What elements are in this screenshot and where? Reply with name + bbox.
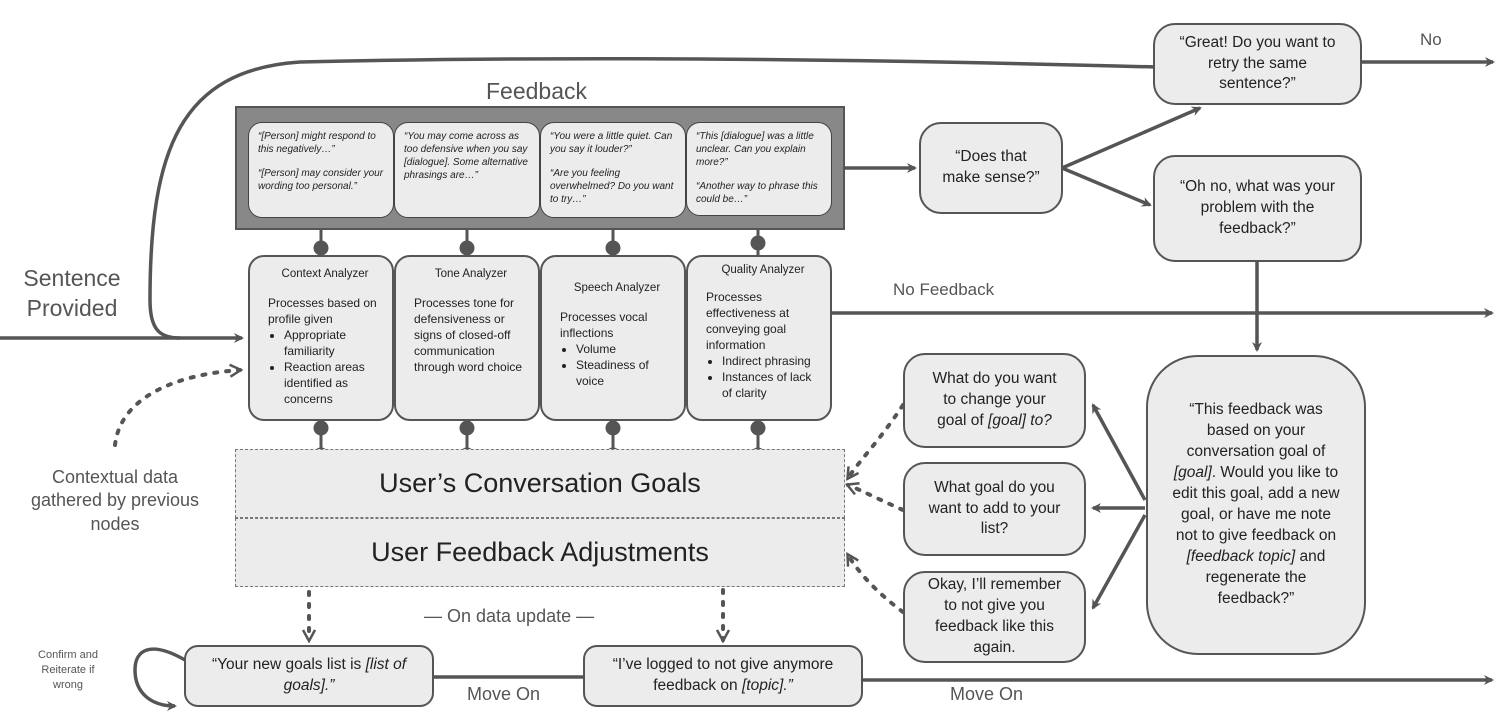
speech-analyzer: Speech Analyzer Processes vocal inflecti… — [540, 255, 686, 421]
goal-placeholder: [goal] — [988, 411, 1026, 429]
feedback-adjustments-bar: User Feedback Adjustments — [235, 518, 845, 587]
analyzer-title: Speech Analyzer — [573, 282, 661, 294]
add-goal-node: What goal do you want to add to your lis… — [903, 462, 1086, 556]
arrow-to-retry — [1061, 106, 1202, 170]
feedback-card-line: “This [dialogue] was a little unclear. C… — [696, 131, 814, 168]
topic-placeholder: [topic].” — [741, 677, 793, 694]
tone-analyzer: Tone Analyzer Processes tone for defensi… — [394, 255, 540, 421]
change-goal-text: What do you want to change your goal of … — [927, 369, 1062, 432]
analyzer-desc: Processes tone for defensiveness or sign… — [414, 296, 523, 375]
big-question-part: and regenerate the feedback?” — [1205, 547, 1326, 607]
move-on-label-1: Move On — [467, 684, 541, 704]
feedback-card-line: “You may come across as too defensive wh… — [404, 131, 528, 181]
new-goals-node: “Your new goals list is [list of goals].… — [184, 645, 434, 707]
oh-no-node: “Oh no, what was your problem with the f… — [1153, 155, 1362, 262]
big-question-text: “This feedback was based on your convers… — [1170, 400, 1342, 609]
no-feedback-label: No Feedback — [893, 280, 995, 299]
feedback-card-line: “You were a little quiet. Can you say it… — [550, 131, 673, 155]
feedback-card-speech: “You were a little quiet. Can you say it… — [540, 122, 686, 218]
feedback-card-line: “Are you feeling overwhelmed? Do you wan… — [550, 168, 674, 205]
quality-analyzer: Quality Analyzer Processes effectiveness… — [686, 255, 832, 421]
new-goals-part: “Your new goals list is — [211, 656, 366, 674]
feedback-card-line: “[Person] might respond to this negative… — [258, 131, 376, 155]
topic-placeholder: [feedback topic] — [1186, 547, 1296, 565]
confirm-reiterate-label: Confirm and Reiterate if wrong — [38, 649, 98, 691]
analyzer-bullet: Instances of lack of clarity — [722, 370, 820, 402]
big-question-node: “This feedback was based on your convers… — [1146, 355, 1366, 655]
feedback-card-tone: “You may come across as too defensive wh… — [394, 122, 540, 218]
big-question-part: . Would you like to edit this goal, add … — [1172, 464, 1340, 544]
contextual-data-label: Contextual data gathered by previous nod… — [30, 467, 200, 534]
arrow-to-oh-no — [1061, 166, 1152, 207]
analyzer-desc: Processes effectiveness at conveying goa… — [706, 290, 790, 353]
analyzer-title: Quality Analyzer — [721, 264, 805, 276]
analyzer-bullets: Indirect phrasing Instances of lack of c… — [706, 354, 820, 402]
feedback-card-line: “Another way to phrase this could be…” — [696, 181, 818, 205]
sentence-provided-label: Sentence Provided — [23, 265, 121, 321]
analyzer-bullet: Appropriate familiarity — [284, 328, 382, 360]
change-goal-part: What do you want to change your goal of — [932, 370, 1057, 429]
logged-part: “I’ve logged to not give anymore feedbac… — [612, 656, 834, 694]
analyzer-bullet: Steadiness of voice — [576, 358, 674, 390]
analyzer-bullets: Appropriate familiarity Reaction areas i… — [268, 328, 382, 408]
loop-line — [148, 56, 1156, 340]
arrow-to-change-goal — [1091, 403, 1147, 501]
analyzer-desc: Processes vocal inflections — [560, 310, 648, 341]
no-label: No — [1420, 30, 1442, 49]
context-analyzer: Context Analyzer Processes based on prof… — [248, 255, 394, 421]
feedback-card-quality: “This [dialogue] was a little unclear. C… — [686, 122, 832, 216]
feedback-card-context: “[Person] might respond to this negative… — [248, 122, 394, 218]
on-data-update-label: — On data update — — [424, 606, 595, 626]
new-goals-text: “Your new goals list is [list of goals].… — [198, 655, 420, 697]
self-loop — [133, 647, 186, 711]
remember-node: Okay, I’ll remember to not give you feed… — [903, 571, 1086, 663]
analyzer-title: Context Analyzer — [281, 268, 369, 280]
analyzer-bullets: Volume Steadiness of voice — [560, 342, 674, 390]
retry-node: “Great! Do you want to retry the same se… — [1153, 23, 1362, 105]
dotted-contextual-data — [113, 370, 240, 447]
does-that-make-sense-node: “Does that make sense?” — [919, 122, 1063, 214]
logged-node: “I’ve logged to not give anymore feedbac… — [583, 645, 863, 707]
move-on-label-2: Move On — [950, 684, 1024, 704]
analyzer-bullet: Reaction areas identified as concerns — [284, 360, 382, 408]
goals-list-placeholder: [list of goals].” — [283, 656, 407, 694]
analyzer-desc: Processes based on profile given — [268, 296, 377, 327]
feedback-title: Feedback — [486, 78, 588, 104]
feedback-card-line: “[Person] may consider your wording too … — [258, 168, 384, 192]
logged-text: “I’ve logged to not give anymore feedbac… — [597, 655, 849, 697]
arrow-to-remember — [1091, 514, 1147, 610]
analyzer-bullet: Volume — [576, 342, 674, 358]
change-goal-node: What do you want to change your goal of … — [903, 353, 1086, 448]
conversation-goals-bar: User’s Conversation Goals — [235, 449, 845, 518]
goal-placeholder: [goal] — [1173, 464, 1212, 482]
analyzer-title: Tone Analyzer — [434, 268, 508, 280]
big-question-part: “This feedback was based on your convers… — [1186, 401, 1326, 461]
analyzer-bullet: Indirect phrasing — [722, 354, 820, 370]
dotted-add-goal — [848, 485, 905, 512]
dotted-change-goal — [848, 403, 905, 478]
change-goal-part: to? — [1025, 411, 1052, 429]
dotted-remember — [846, 555, 905, 614]
